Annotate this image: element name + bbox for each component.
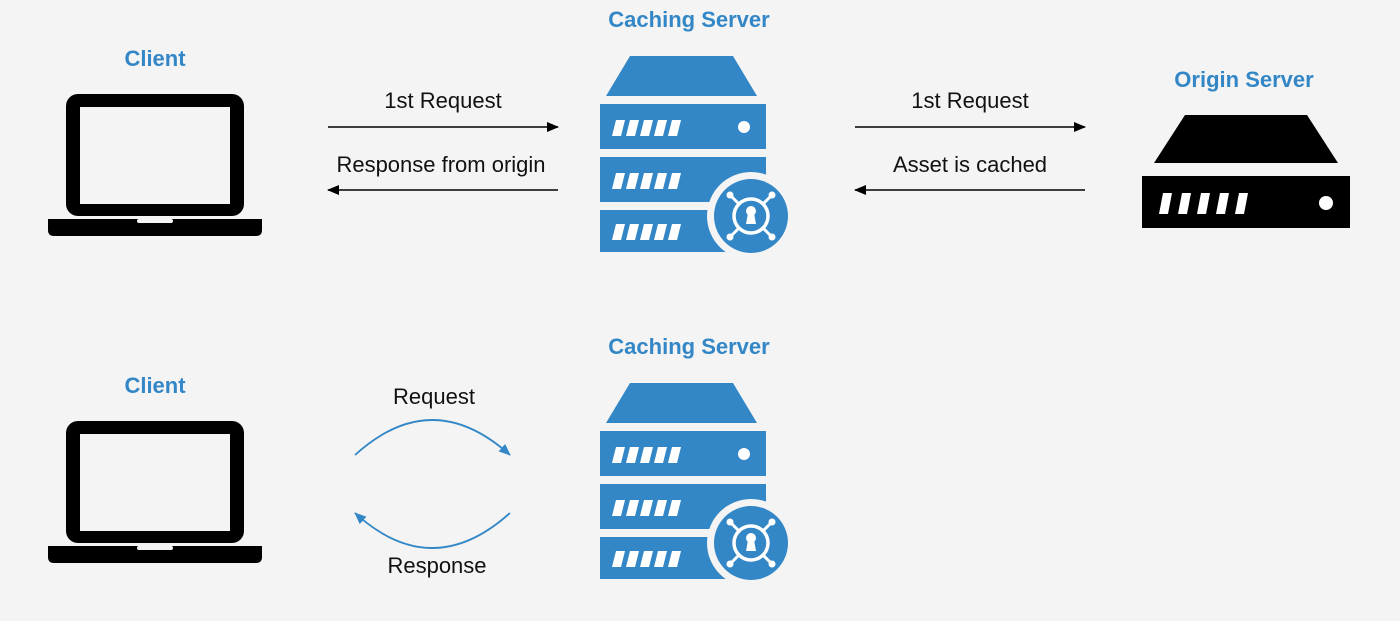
edge-label-first-request: 1st Request [911, 88, 1029, 113]
laptop-icon [48, 421, 262, 563]
laptop-icon [48, 94, 262, 236]
vault-lock-icon [714, 179, 788, 253]
client-title: Client [124, 46, 186, 71]
edge-label-first-request: 1st Request [384, 88, 502, 113]
origin-server-title: Origin Server [1174, 67, 1314, 92]
edge-label-asset-cached: Asset is cached [892, 152, 1048, 177]
caching-server-icon [600, 383, 795, 587]
vault-lock-icon [714, 506, 788, 580]
curved-arrow-response [354, 512, 511, 549]
edge-label-request: Request [393, 384, 475, 409]
edge-label-response-from-origin: Response from origin [336, 152, 546, 177]
edge-label-response: Response [387, 553, 487, 578]
caching-server-title: Caching Server [608, 7, 770, 32]
caching-server-title: Caching Server [608, 334, 770, 359]
caching-server-icon [600, 56, 795, 260]
client-title: Client [124, 373, 186, 398]
curved-arrow-request [354, 419, 511, 456]
origin-server-icon [1142, 115, 1350, 228]
